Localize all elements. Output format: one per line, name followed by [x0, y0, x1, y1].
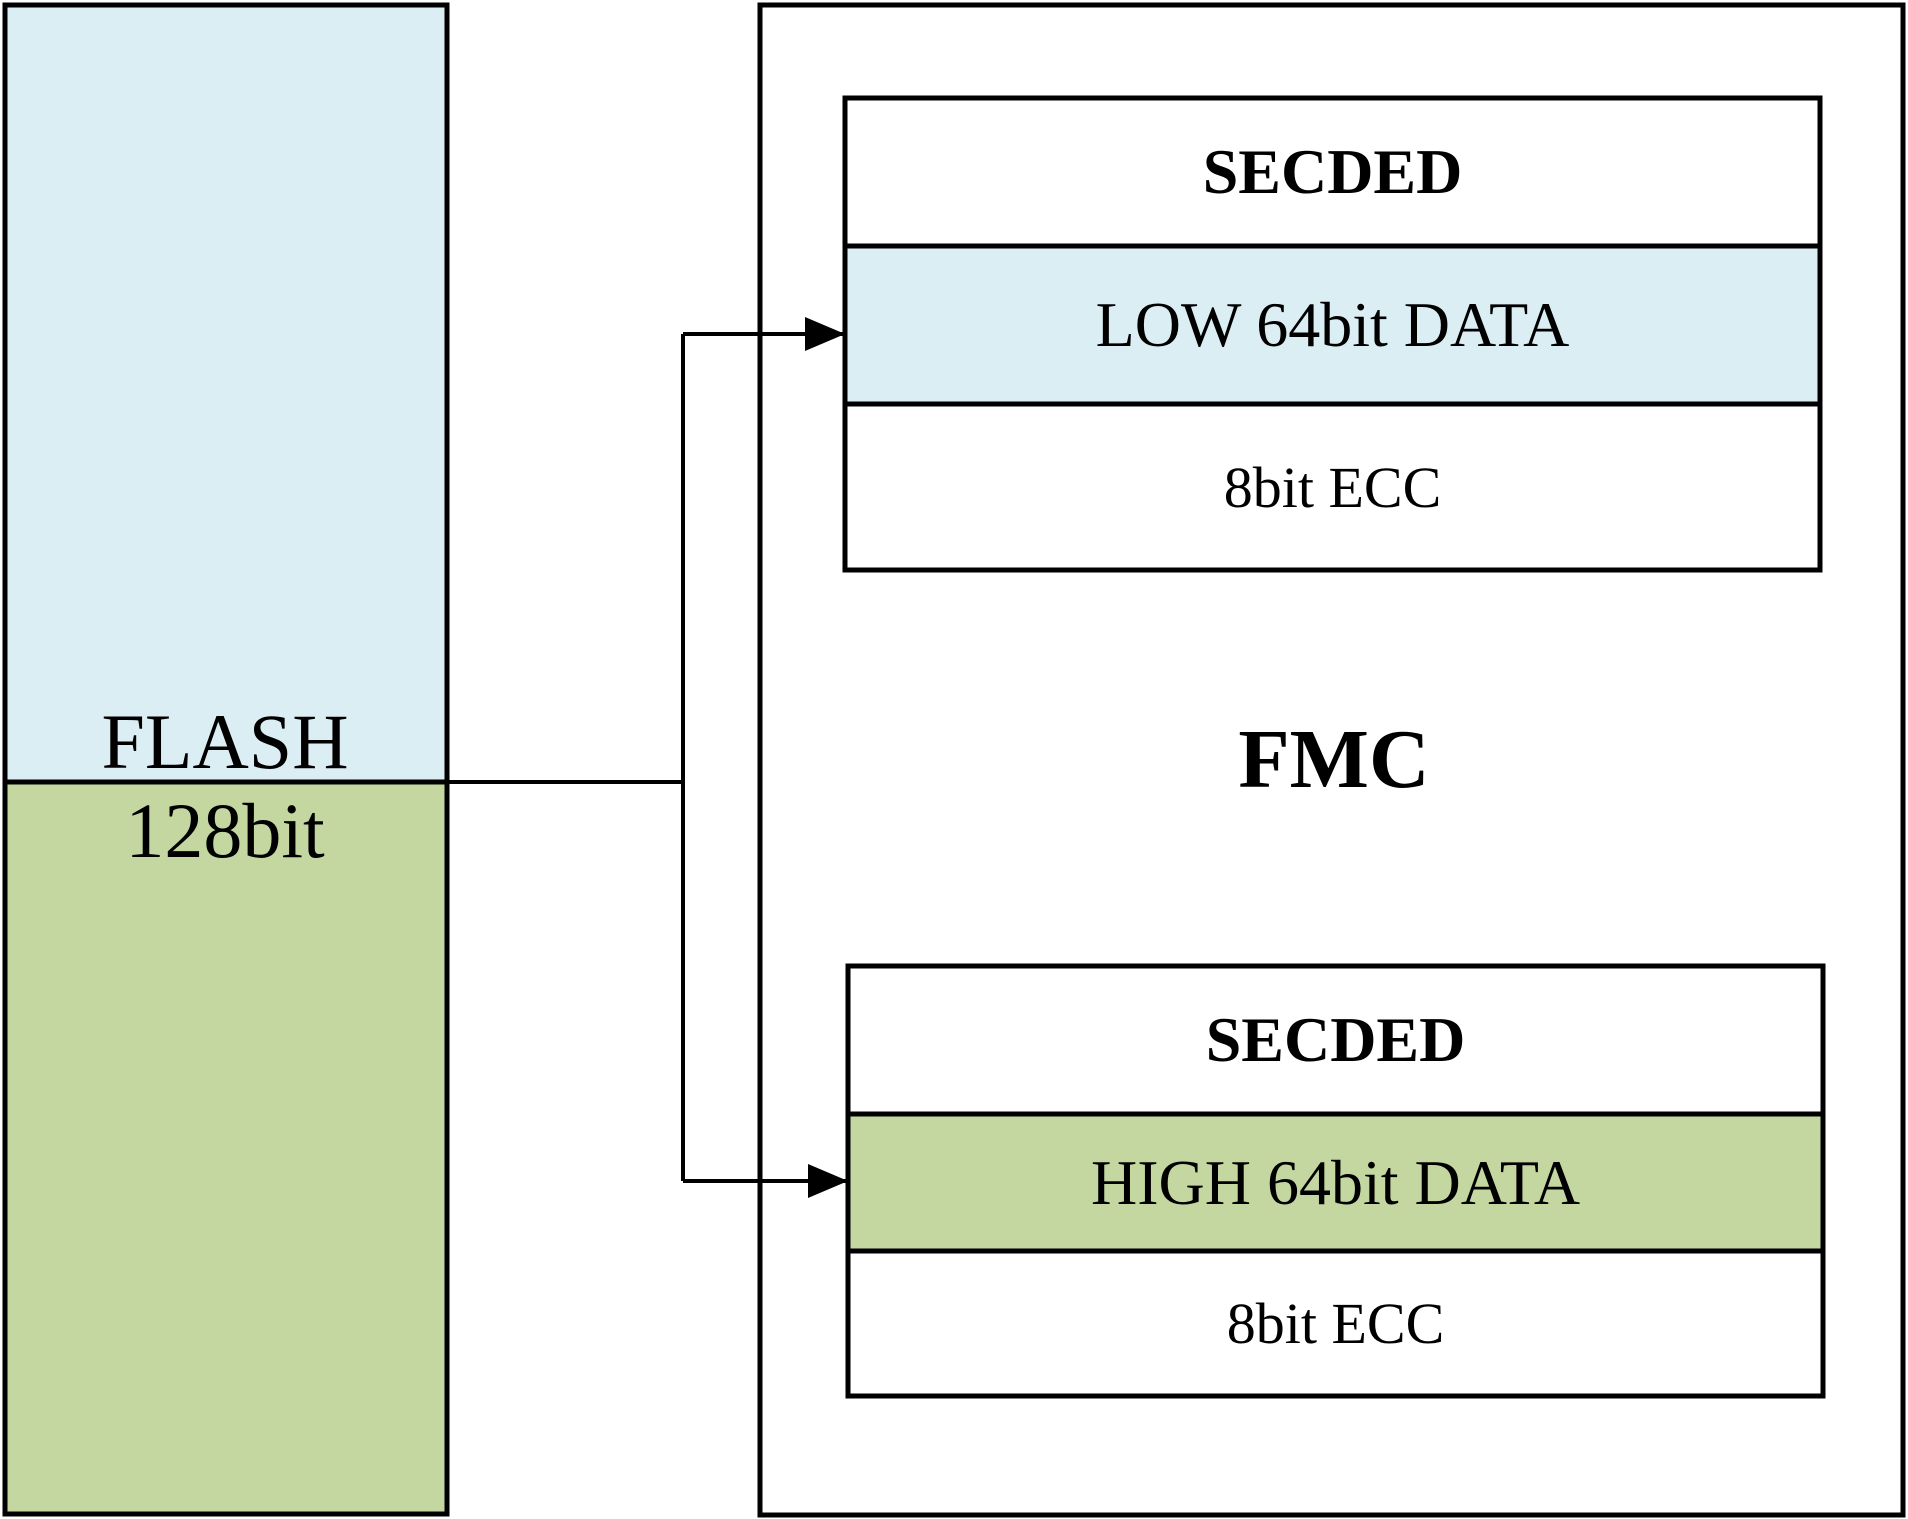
- low-data-label: LOW 64bit DATA: [1095, 289, 1570, 360]
- high-ecc-cell: [845, 1248, 1826, 1399]
- low-ecc-cell: [842, 401, 1823, 573]
- flash-width-label: 128bit: [125, 787, 325, 874]
- flash-high-half: [2, 779, 450, 1517]
- low-secded-header-cell: [842, 95, 1823, 249]
- flash-block: [2, 2, 450, 1517]
- connectors: [447, 317, 848, 1198]
- low-secded-header: SECDED: [1202, 136, 1463, 207]
- low-secded-block: [842, 95, 1823, 573]
- fmc-title: FMC: [1238, 713, 1430, 806]
- high-secded-block: [845, 963, 1826, 1399]
- high-ecc-label: 8bit ECC: [1226, 1291, 1445, 1356]
- flash-low-half: [2, 2, 450, 785]
- flash-name-label: FLASH: [101, 698, 349, 785]
- low-ecc-label: 8bit ECC: [1223, 454, 1442, 520]
- high-secded-header: SECDED: [1205, 1004, 1466, 1075]
- high-data-label: HIGH 64bit DATA: [1090, 1146, 1581, 1218]
